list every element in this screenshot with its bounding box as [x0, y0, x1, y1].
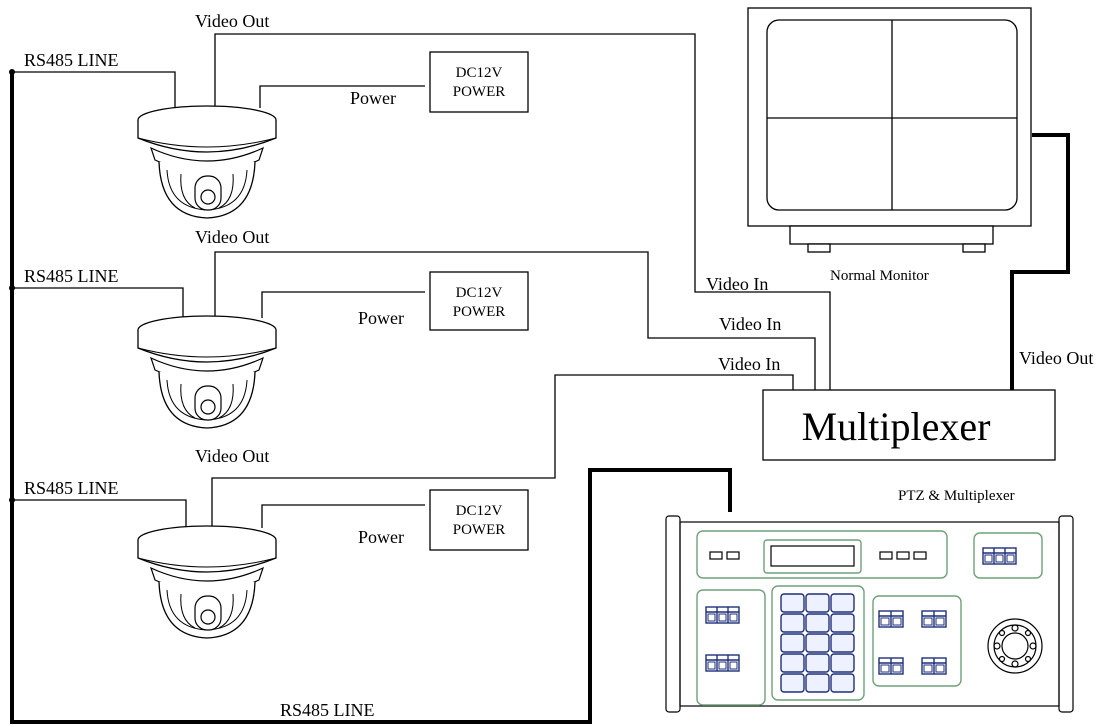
power-wire-3 — [261, 504, 425, 528]
dome-camera-2 — [137, 315, 277, 429]
keyboard-body — [679, 521, 1060, 707]
power-wire-2 — [261, 291, 425, 318]
ptz-multiplexer-label: PTZ & Multiplexer — [898, 488, 1015, 504]
led-indicator — [896, 551, 910, 560]
power-label: Power — [350, 88, 396, 108]
normal-monitor: Normal Monitor — [747, 7, 1032, 284]
key-cluster — [982, 547, 1017, 565]
led-indicator — [913, 551, 927, 560]
dc12v-power-box-1 — [429, 51, 529, 113]
video-out-label: Video Out — [195, 227, 269, 247]
led-indicator — [879, 551, 893, 560]
video-in-label-1: Video In — [706, 274, 768, 294]
multiplexer-label: Multiplexer — [802, 404, 991, 449]
keyboard-top-panel — [696, 530, 948, 579]
normal-monitor-label: Normal Monitor — [830, 268, 929, 284]
key-cluster — [921, 610, 947, 628]
key-cluster — [878, 657, 904, 675]
rs485-line-label: RS485 LINE — [24, 478, 119, 498]
keyboard-left-handle — [665, 515, 681, 713]
ptz-keyboard-controller — [665, 515, 1074, 713]
keyboard-keypad-panel — [771, 585, 865, 701]
led-indicator — [709, 551, 723, 560]
rs485-branch-1 — [12, 71, 176, 108]
video-out-label: Video Out — [195, 446, 269, 466]
power-caps-label: POWER — [453, 304, 506, 320]
power-wire-1 — [259, 85, 425, 108]
dc12v-power-box-3 — [429, 489, 529, 551]
numeric-keypad — [780, 593, 855, 693]
ptz-joystick — [987, 618, 1043, 674]
camera-unit-1: DC12V POWER Video Out RS485 LINE Power — [12, 11, 831, 390]
key-cluster — [705, 606, 740, 624]
rs485-line-bottom-label: RS485 LINE — [280, 700, 375, 720]
video-out-wire-3 — [211, 374, 794, 526]
dome-camera-1 — [137, 105, 277, 219]
dc12v-label: DC12V — [456, 65, 503, 81]
keyboard-right-handle — [1058, 515, 1074, 713]
monitor-base — [789, 225, 994, 245]
dc12v-label: DC12V — [456, 285, 503, 301]
camera-unit-3: DC12V POWER Video Out RS485 LINE Power — [12, 374, 794, 639]
video-out-wire-1 — [214, 33, 831, 390]
camera-unit-2: DC12V POWER Video Out RS485 LINE Power — [12, 227, 816, 429]
keyboard-right-panel — [872, 595, 962, 687]
lcd-frame — [763, 539, 862, 574]
power-caps-label: POWER — [453, 522, 506, 538]
rs485-main-line — [10, 72, 732, 724]
rs485-line-label: RS485 LINE — [24, 50, 119, 70]
keyboard-top-right-panel — [973, 532, 1043, 579]
multiplexer-video-out-label: Video Out — [1019, 348, 1093, 368]
power-label: Power — [358, 527, 404, 547]
led-indicator — [726, 551, 740, 560]
keyboard-left-panel — [696, 589, 766, 706]
lcd-display — [770, 545, 855, 567]
dc12v-power-box-2 — [429, 271, 529, 331]
key-cluster — [705, 654, 740, 672]
rs485-branch-2 — [12, 287, 184, 318]
dc12v-label: DC12V — [456, 503, 503, 519]
dome-camera-3 — [137, 525, 277, 639]
monitor-video-out-cable — [1010, 133, 1070, 390]
key-cluster — [921, 657, 947, 675]
key-cluster — [878, 610, 904, 628]
multiplexer-box — [762, 389, 1056, 461]
monitor-foot-right — [962, 243, 986, 253]
power-label: Power — [358, 308, 404, 328]
video-in-label-2: Video In — [719, 314, 781, 334]
monitor-foot-left — [807, 243, 831, 253]
video-out-label: Video Out — [195, 11, 269, 31]
video-out-wire-2 — [214, 251, 816, 390]
video-in-label-3: Video In — [718, 354, 780, 374]
power-caps-label: POWER — [453, 84, 506, 100]
rs485-line-label: RS485 LINE — [24, 266, 119, 286]
rs485-bus — [9, 69, 732, 724]
rs485-branch-3 — [12, 499, 187, 528]
